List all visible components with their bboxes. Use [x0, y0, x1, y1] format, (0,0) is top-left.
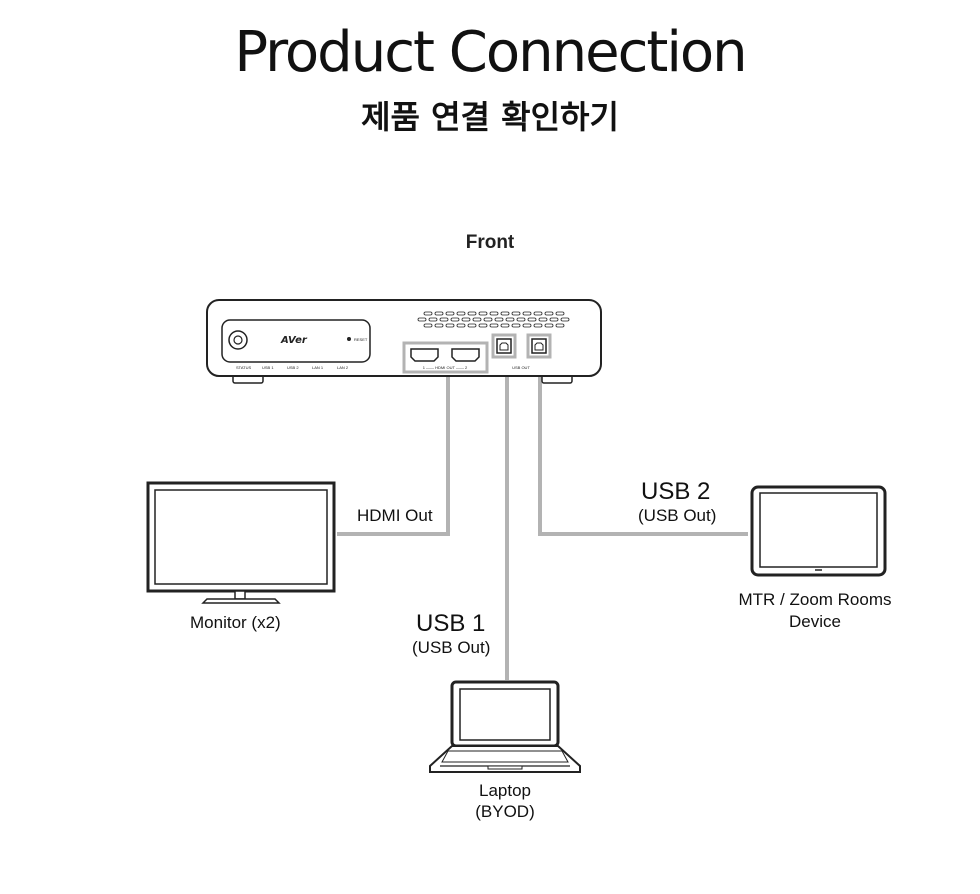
vent-slot — [423, 311, 433, 316]
hdmi-group-label: 1 —— HDMI OUT —— 2 — [423, 365, 468, 370]
vent-slot — [434, 323, 444, 328]
hdmi-cable — [337, 372, 450, 536]
mtr-label-line1: MTR / Zoom Rooms — [738, 590, 892, 609]
vent-slot — [483, 317, 493, 322]
usb2-label: USB 2 — [641, 478, 711, 505]
power-button — [228, 330, 248, 350]
vent-slot — [533, 311, 543, 316]
monitor-label: Monitor (x2) — [190, 613, 281, 632]
device-front: AVer RESET STATUS USB 1 USB 2 LAN 1 LAN … — [206, 299, 602, 384]
vent-slot — [549, 317, 559, 322]
vent-slot — [544, 323, 554, 328]
vent-slot — [434, 311, 444, 316]
device-view-label: Front — [465, 232, 515, 253]
vent-slot — [456, 323, 466, 328]
page-title: Product Connection — [234, 20, 747, 85]
port-label-lan2: LAN 2 — [337, 365, 349, 370]
hdmi-out-label: HDMI Out — [357, 506, 433, 525]
mtr-device-icon — [750, 485, 887, 577]
reset-pinhole — [347, 337, 351, 341]
vent-slot — [538, 317, 548, 322]
vent-slot — [489, 311, 499, 316]
vent-slot — [494, 317, 504, 322]
reset-label: RESET — [354, 337, 368, 342]
vent-slot — [478, 323, 488, 328]
power-icon — [233, 335, 243, 345]
vent-slot — [500, 323, 510, 328]
vent-slot — [489, 323, 499, 328]
vent-slot — [511, 323, 521, 328]
vent-slot — [511, 311, 521, 316]
usb-port-2-highlight — [526, 333, 552, 359]
vent-slot — [445, 311, 455, 316]
vent-slot — [533, 323, 543, 328]
vent-slot — [428, 317, 438, 322]
device-front-panel — [221, 319, 371, 363]
vent-slot — [527, 317, 537, 322]
vent-slot — [456, 311, 466, 316]
port-label-usb1: USB 1 — [262, 365, 274, 370]
vent-slot — [467, 323, 477, 328]
vent-slot — [472, 317, 482, 322]
usb-group-label: USB OUT — [512, 365, 530, 370]
vent-grille — [417, 311, 570, 328]
mtr-label-line2: Device — [789, 612, 841, 631]
port-label-status: STATUS — [236, 365, 252, 370]
usb-port-2 — [531, 338, 547, 354]
port-label-lan1: LAN 1 — [312, 365, 324, 370]
vent-slot — [555, 311, 565, 316]
vent-slot — [445, 323, 455, 328]
vent-slot — [500, 311, 510, 316]
usb2-sublabel: (USB Out) — [638, 506, 717, 525]
vent-slot — [450, 317, 460, 322]
device-logo: AVer — [280, 335, 308, 346]
vent-slot — [555, 323, 565, 328]
vent-slot — [478, 311, 488, 316]
vent-slot — [423, 323, 433, 328]
usb-port-1-highlight — [491, 333, 517, 359]
vent-slot — [467, 311, 477, 316]
port-label-usb2: USB 2 — [287, 365, 299, 370]
vent-slot — [516, 317, 526, 322]
vent-slot — [439, 317, 449, 322]
vent-slot — [544, 311, 554, 316]
vent-slot — [560, 317, 570, 322]
usb1-sublabel: (USB Out) — [412, 638, 491, 657]
page-subtitle: 제품 연결 확인하기 — [361, 98, 619, 136]
laptop-label-line2: (BYOD) — [475, 802, 535, 821]
vent-slot — [417, 317, 427, 322]
usb1-label: USB 1 — [416, 610, 486, 637]
hdmi-port-2 — [451, 348, 480, 362]
vent-slot — [461, 317, 471, 322]
laptop-icon — [429, 680, 581, 773]
vent-slot — [505, 317, 515, 322]
vent-slot — [522, 323, 532, 328]
hdmi-port-1 — [410, 348, 439, 362]
laptop-label-line1: Laptop — [479, 781, 531, 800]
usb2-cable — [538, 356, 748, 536]
monitor-icon — [146, 481, 336, 604]
hdmi-port-group-highlight — [402, 341, 489, 374]
cables — [337, 356, 748, 680]
usb-port-1 — [496, 338, 512, 354]
vent-slot — [522, 311, 532, 316]
